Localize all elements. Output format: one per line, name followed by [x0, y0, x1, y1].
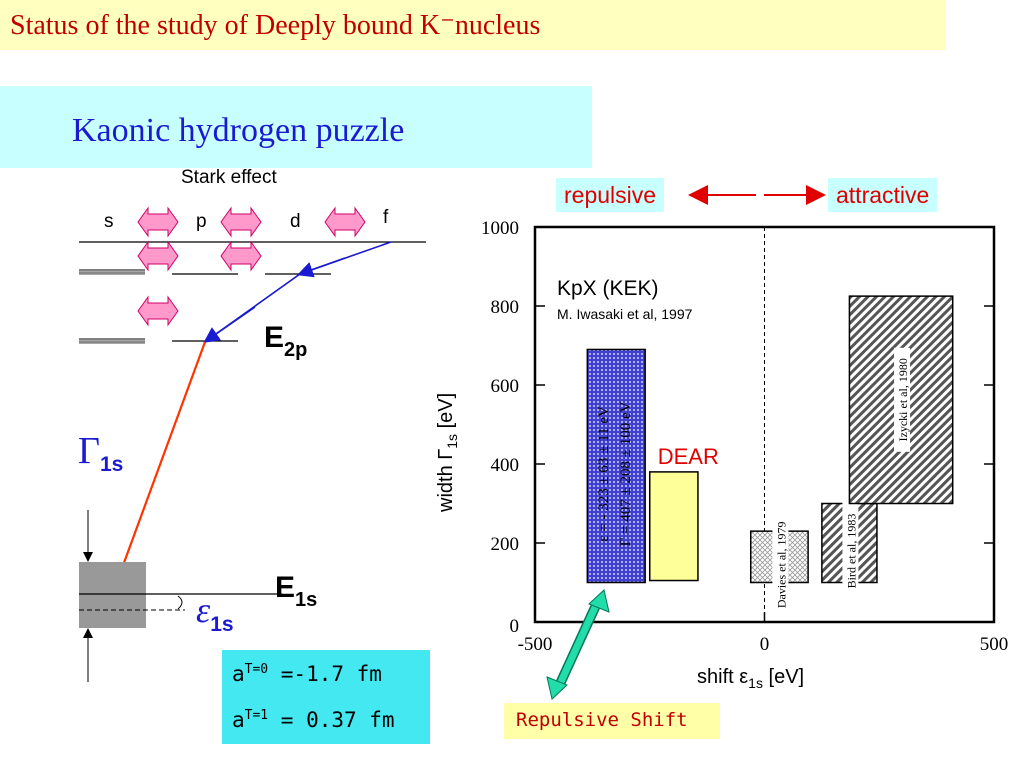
x-tick-label: 0	[760, 634, 770, 655]
y-tick-label: 600	[491, 376, 520, 397]
y-tick-label: 400	[491, 455, 520, 476]
k-alpha-transition-arrow	[109, 341, 207, 595]
repulsive-tag: repulsive	[556, 178, 665, 212]
pointer-arrowhead-icon	[588, 589, 610, 613]
kpx-result-label: ε = - 323 ± 63 ± 11 eV	[596, 406, 612, 542]
region-kpx-kek	[586, 348, 646, 584]
orbital-f-label: f	[383, 207, 389, 228]
gamma-1s-label: Γ1s	[78, 430, 123, 476]
region-dear	[649, 471, 699, 582]
region-label-izycki-et-al-1980: Izycki et al, 1980	[896, 358, 910, 441]
orbital-s-label: s	[104, 211, 114, 232]
dear-label: DEAR	[658, 444, 719, 469]
x-tick-label: -500	[518, 634, 553, 655]
region-label-davies-et-al-1979: Davies et al, 1979	[774, 521, 788, 608]
kpx-annotation-title: KpX (KEK)	[557, 277, 659, 300]
attractive-tag: attractive	[828, 178, 938, 212]
region-label-bird-et-al-1983: Bird et al, 1983	[844, 514, 858, 589]
scattering-length-box: aT=0 =-1.7 fm aT=1 = 0.37 fm	[222, 650, 430, 744]
x-tick-label: 500	[980, 634, 1009, 655]
stark-arrows	[137, 206, 366, 327]
stark-arrow-icon	[220, 240, 262, 272]
e2p-label: E2p	[264, 321, 307, 361]
kpx-annotation-ref: M. Iwasaki et al, 1997	[557, 306, 693, 322]
slide-subtitle: Kaonic hydrogen puzzle	[72, 112, 405, 149]
y-tick-label: 1000	[481, 218, 519, 239]
orbital-p-label: p	[196, 211, 207, 232]
kpx-result-label: Γ = 407 ± 208 ± 100 eV	[618, 401, 634, 546]
slide-title: Status of the study of Deeply bound K⁻nu…	[10, 10, 541, 41]
stark-effect-label: Stark effect	[181, 167, 277, 188]
stark-arrow-icon	[137, 295, 179, 327]
y-tick-label: 800	[491, 297, 520, 318]
subtitle-bar: Kaonic hydrogen puzzle	[0, 86, 592, 168]
pointer-arrowhead-icon	[546, 676, 568, 700]
y-tick-label: 0	[510, 616, 520, 637]
scattering-length-t1: aT=1 = 0.37 fm	[232, 708, 395, 732]
orbital-d-label: d	[290, 211, 301, 232]
y-axis-label: width Γ1s [eV]	[435, 393, 460, 513]
chart: ε = - 323 ± 63 ± 11 eV Γ = 407 ± 208 ± 10…	[435, 218, 1008, 691]
epsilon-1s-label: ε1s	[196, 590, 234, 636]
y-tick-label: 200	[491, 534, 520, 555]
broad-1s-level	[79, 562, 146, 628]
stark-arrow-icon	[220, 206, 262, 238]
x-axis-label: shift ε1s [eV]	[697, 666, 804, 691]
stark-arrow-icon	[324, 206, 366, 238]
energy-level-diagram: Stark effect s p d f E2p Γ1s	[78, 167, 426, 682]
repulsive-shift-tag: Repulsive Shift	[504, 703, 720, 739]
e1s-label: E1s	[275, 571, 317, 611]
scattering-length-t0: aT=0 =-1.7 fm	[232, 662, 382, 686]
repulsive-shift-label: Repulsive Shift	[516, 709, 688, 731]
slide-title-bar: Status of the study of Deeply bound K⁻nu…	[0, 0, 946, 50]
repulsive-shift-pointer	[546, 589, 610, 700]
shift-bracket	[177, 595, 183, 610]
stark-arrow-icon	[137, 206, 179, 238]
stark-arrow-icon	[137, 240, 179, 272]
data-regions: ε = - 323 ± 63 ± 11 eV Γ = 407 ± 208 ± 10…	[586, 295, 954, 617]
